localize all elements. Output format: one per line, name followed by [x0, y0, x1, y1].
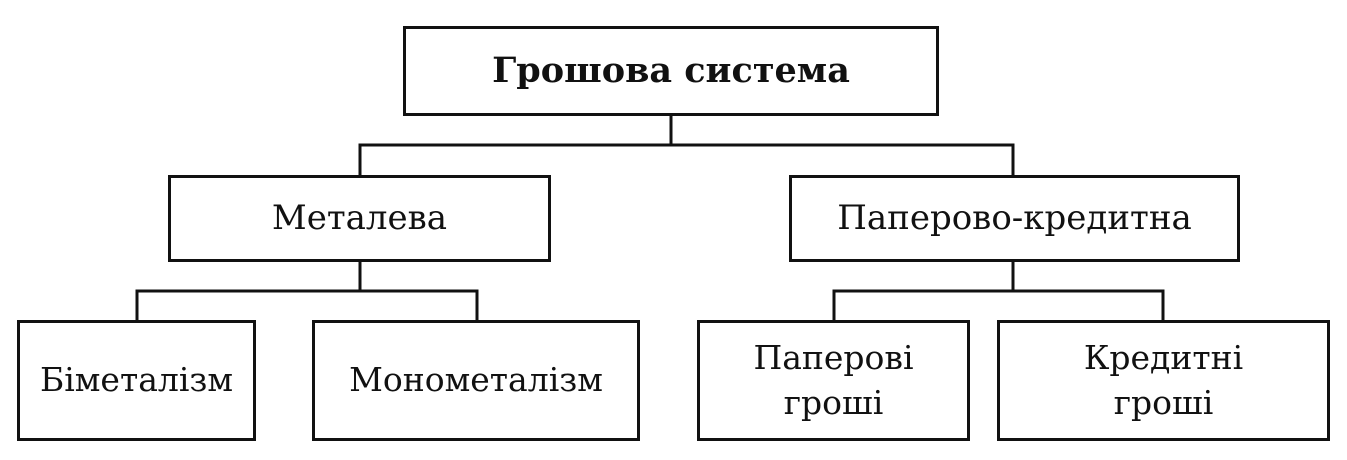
leaf-node-bimetallism: Біметалізм: [17, 320, 256, 441]
root-to-branches-connector: [358, 114, 1015, 177]
leaf-node-monometallism: Монометалізм: [312, 320, 640, 441]
paper-credit-to-children-connector: [832, 260, 1165, 322]
leaf-node-paper-money: Паперові гроші: [697, 320, 970, 441]
branch-node-metal-label: Металева: [271, 197, 448, 238]
branch-node-paper-credit-label: Паперово-кредитна: [837, 197, 1192, 238]
leaf-node-monometallism-label: Монометалізм: [349, 360, 603, 400]
root-node-money-system: Грошова система: [403, 26, 939, 116]
root-node-label: Грошова система: [492, 50, 850, 92]
branch-node-paper-credit: Паперово-кредитна: [789, 175, 1240, 262]
leaf-node-credit-money: Кредитні гроші: [997, 320, 1330, 441]
leaf-node-bimetallism-label: Біметалізм: [39, 360, 234, 400]
leaf-node-credit-money-label: Кредитні гроші: [1083, 337, 1244, 422]
metal-to-children-connector: [135, 260, 479, 322]
leaf-node-paper-money-label: Паперові гроші: [753, 337, 914, 422]
branch-node-metal: Металева: [168, 175, 551, 262]
